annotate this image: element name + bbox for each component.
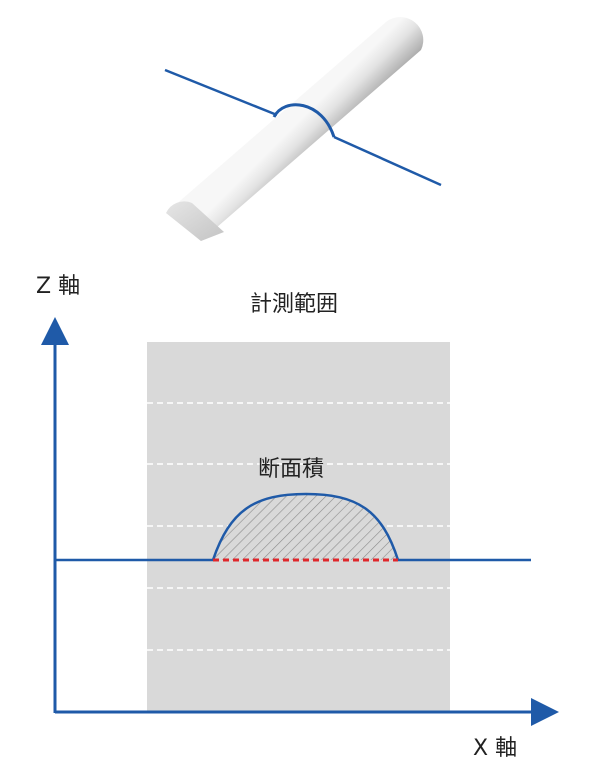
bead-cylinder-cap (166, 201, 224, 241)
bead-illustration (164, 17, 442, 241)
z-axis-label: Z 軸 (36, 274, 81, 299)
cross-section-diagram (41, 317, 559, 726)
bead-cylinder-body (166, 17, 424, 241)
laser-line-back (164, 68, 278, 117)
arrow-up-icon (41, 317, 69, 345)
scan-lines (147, 402, 450, 651)
cross-section-area-label: 断面積 (258, 457, 325, 482)
measurement-range-label: 計測範囲 (250, 292, 339, 317)
measured-profile-line (55, 492, 531, 562)
laser-line-front (333, 135, 442, 187)
arrow-right-icon (531, 698, 559, 726)
cross-section-hatch (213, 494, 398, 560)
x-axis-label: X 軸 (473, 736, 518, 761)
bead-cross-section-ring (272, 103, 336, 138)
